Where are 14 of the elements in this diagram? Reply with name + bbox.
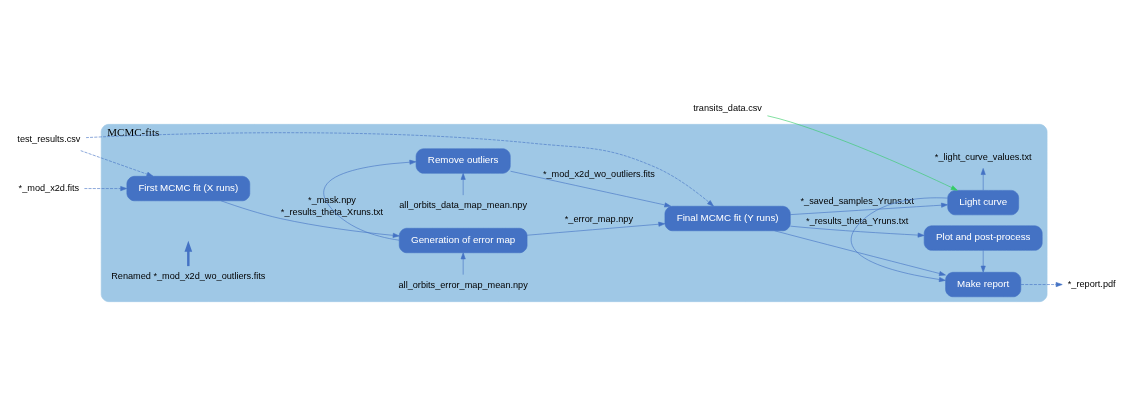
node-text: test_results.csv <box>17 133 81 144</box>
edge-label: *_saved_samples_Yruns.txt <box>800 195 914 206</box>
node-text: *_report.pdf <box>1067 278 1116 289</box>
node-text: Renamed *_mod_x2d_wo_outliers.fits <box>111 271 266 282</box>
node-text: transits_data.csv <box>693 102 762 113</box>
edge-label: *_error_map.npy <box>564 214 634 225</box>
edge-label: *_mod_x2d_wo_outliers.fits <box>542 168 655 179</box>
node-text: *_mod_x2d.fits <box>18 182 80 193</box>
node-text: all_orbits_error_map_mean.npy <box>398 279 528 290</box>
edge-label: *_results_theta_Xruns.txt <box>280 207 384 218</box>
node-text: *_light_curve_values.txt <box>934 151 1032 162</box>
node-text: all_orbits_data_map_mean.npy <box>399 200 528 211</box>
edge-label: *_results_theta_Yruns.txt <box>806 216 909 227</box>
edge-label: *_mask.npy <box>308 194 356 205</box>
